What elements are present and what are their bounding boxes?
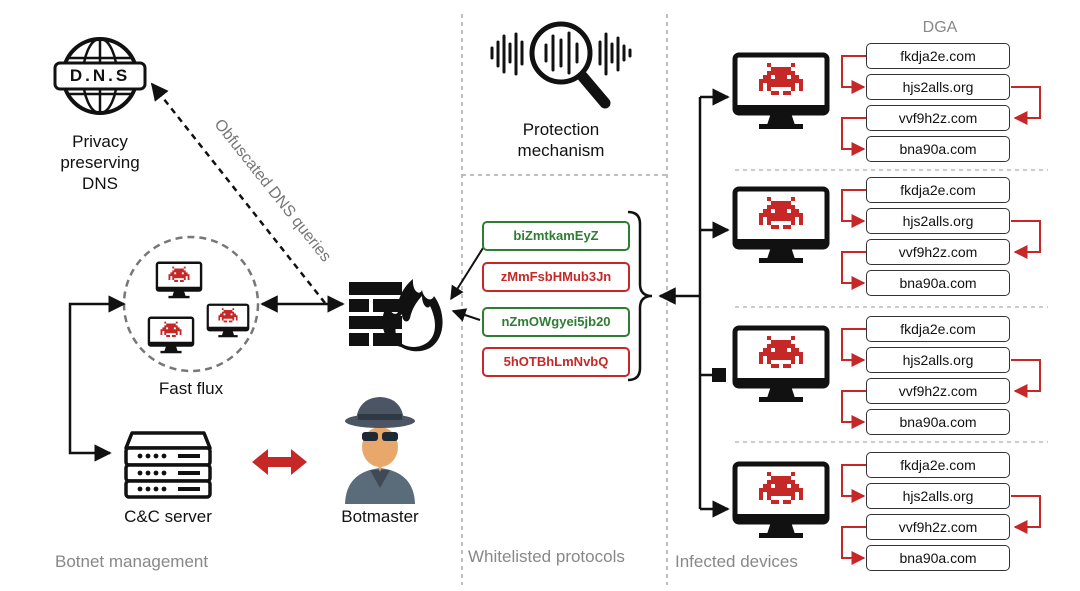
dns-label-line: Privacy — [72, 132, 128, 151]
protection-label: Protection mechanism — [490, 119, 632, 161]
protocol-token: biZmtkamEyZ — [482, 221, 630, 251]
token-arrows — [450, 247, 484, 322]
dns-icon-text: D.N.S — [69, 66, 131, 85]
fast-flux-label: Fast flux — [158, 379, 224, 398]
dga-domain-box: fkdja2e.com — [866, 452, 1010, 478]
fast-flux-cluster — [122, 235, 260, 373]
dga-domain-box: fkdja2e.com — [866, 177, 1010, 203]
dga-domain-box: vvf9h2z.com — [866, 514, 1010, 540]
dga-red-arrow — [841, 189, 866, 228]
infected-monitor-icon — [735, 55, 827, 129]
dga-red-arrow — [841, 526, 866, 565]
dga-domain-box: hjs2alls.org — [866, 483, 1010, 509]
infected-monitor-icon — [735, 328, 827, 402]
red-double-arrow-icon — [252, 449, 307, 475]
globe-icon — [53, 37, 147, 115]
dns-label-line: DNS — [82, 174, 118, 193]
cc-server-label: C&C server — [124, 507, 212, 526]
dga-red-arrow — [1011, 495, 1041, 534]
dga-red-arrow — [841, 55, 866, 94]
magnifier-soundwave-icon — [490, 21, 632, 109]
infected-devices-group — [735, 55, 1041, 565]
section-label-botnet-management: Botnet management — [55, 552, 209, 571]
infected-monitor-icon — [157, 263, 201, 299]
dga-domain-box: vvf9h2z.com — [866, 239, 1010, 265]
section-dividers — [461, 14, 1048, 585]
dga-domain-box: vvf9h2z.com — [866, 378, 1010, 404]
protocol-token: nZmOWgyei5jb20 — [482, 307, 630, 337]
dga-domain-box: hjs2alls.org — [866, 347, 1010, 373]
firewall-icon — [349, 279, 443, 352]
section-label-whitelisted-protocols: Whitelisted protocols — [468, 547, 625, 566]
dga-domain-box: vvf9h2z.com — [866, 105, 1010, 131]
obfuscated-dns-arrow — [150, 82, 326, 304]
dga-red-arrow — [841, 251, 866, 290]
section-label-infected-devices: Infected devices — [675, 552, 798, 571]
dga-red-arrow — [841, 390, 866, 429]
infected-monitor-icon — [735, 189, 827, 263]
dns-label-line: preserving — [60, 153, 140, 172]
infected-monitor-icon — [149, 318, 193, 354]
botmaster-label: Botmaster — [341, 507, 419, 526]
dga-domain-box: bna90a.com — [866, 545, 1010, 571]
protection-label-line: Protection — [522, 120, 600, 139]
protocol-token: 5hOTBhLmNvbQ — [482, 347, 630, 377]
dga-domain-box: hjs2alls.org — [866, 74, 1010, 100]
dga-domain-box: bna90a.com — [866, 409, 1010, 435]
hacker-icon — [345, 397, 415, 504]
dga-red-arrow — [841, 117, 866, 156]
dga-domain-box: hjs2alls.org — [866, 208, 1010, 234]
dga-red-arrow — [1011, 359, 1041, 398]
infected-monitor-icon — [208, 305, 248, 338]
infected-monitor-icon — [735, 464, 827, 538]
protection-label-line: mechanism — [517, 141, 605, 160]
dga-domain-box: fkdja2e.com — [866, 316, 1010, 342]
management-arrows — [68, 295, 345, 462]
dga-red-arrow — [841, 328, 866, 367]
dga-red-arrow — [1011, 220, 1041, 259]
protocol-token: zMmFsbHMub3Jn — [482, 262, 630, 292]
dns-label: Privacy preserving DNS — [45, 131, 155, 194]
server-rack-icon — [124, 431, 212, 499]
dga-domain-box: bna90a.com — [866, 136, 1010, 162]
token-brace — [627, 210, 653, 382]
dga-domain-box: fkdja2e.com — [866, 43, 1010, 69]
dga-red-arrow — [841, 464, 866, 503]
dga-red-arrow — [1011, 86, 1041, 125]
dga-label: DGA — [922, 19, 958, 36]
device-bus — [658, 88, 730, 518]
dga-domain-box: bna90a.com — [866, 270, 1010, 296]
